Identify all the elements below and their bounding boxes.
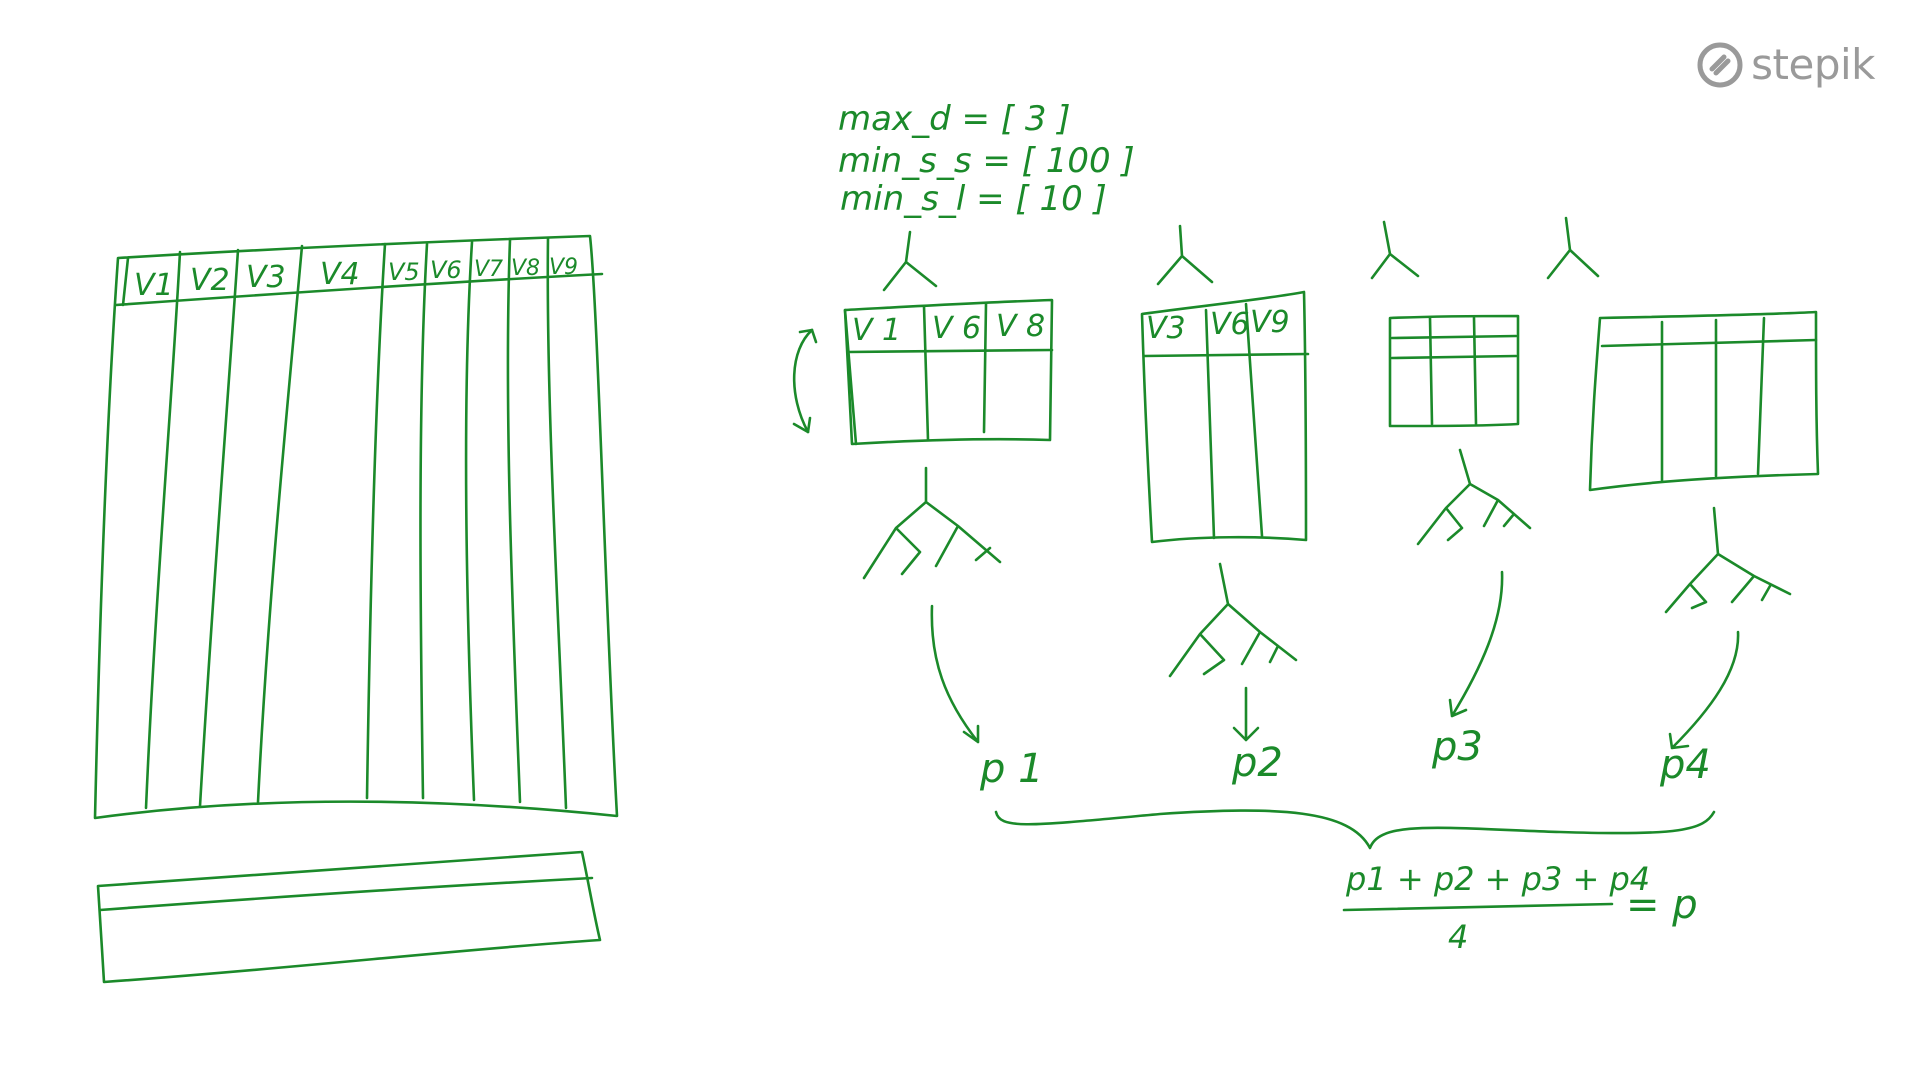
param-min-s-l: min_s_l = [ 10 ]: [840, 179, 1107, 219]
double-arrow-icon: [792, 328, 818, 434]
big-table-header-v8: V8: [511, 256, 540, 281]
formula-numerator: p1 + p2 + p3 + p4: [1345, 860, 1650, 898]
bootstrap-subset-3: [1370, 220, 1532, 718]
stepik-logo-icon: [1697, 42, 1743, 87]
formula-result: = p: [1626, 882, 1698, 928]
big-table-header-v9: V9: [549, 255, 578, 280]
fraction-bar: [1342, 902, 1614, 912]
decision-tree-1: [862, 466, 1002, 580]
arrow-to-p1: [930, 604, 980, 744]
decision-tree-3: [1416, 448, 1532, 546]
prediction-p3: p3: [1431, 724, 1483, 770]
decision-tree-2: [1168, 562, 1298, 678]
average-formula: p1 + p2 + p3 + p4 4 = p: [1342, 860, 1698, 956]
bootstrap-subset-4: [1546, 216, 1820, 750]
prediction-p2: p2: [1231, 740, 1283, 786]
curly-brace: [994, 809, 1716, 850]
decision-tree-4: [1664, 506, 1792, 614]
param-max-d: max_d = [ 3 ]: [838, 99, 1071, 139]
big-table-header-v5: V5: [388, 258, 420, 286]
subset2-header-v3: V3: [1146, 311, 1186, 346]
param-min-s-s: min_s_s = [ 100 ]: [838, 141, 1135, 181]
stepik-logo: stepik: [1697, 40, 1875, 89]
big-table-header-v2: V2: [190, 263, 230, 298]
arrow-to-p3: [1448, 570, 1504, 718]
subset1-header-v1: V 1: [852, 313, 901, 348]
big-table-header-v3: V3: [246, 260, 286, 295]
arrow-to-p4: [1668, 630, 1740, 750]
target-table: [96, 850, 602, 984]
prediction-p1: p 1: [979, 746, 1044, 792]
subset1-header-v6: V 6: [932, 311, 981, 346]
big-table-header-v7: V7: [474, 257, 503, 282]
big-data-table: V1 V2 V3 V4 V5 V6 V7 V8 V9: [93, 234, 619, 820]
big-table-header-v6: V6: [430, 256, 462, 284]
subset2-header-v9: V9: [1250, 305, 1290, 340]
bootstrap-subset-2: V3 V6 V9: [1140, 224, 1310, 742]
stepik-logo-text: stepik: [1751, 40, 1875, 89]
predictions: p 1 p2 p3 p4: [979, 724, 1711, 792]
prediction-p4: p4: [1659, 742, 1711, 788]
formula-denominator: 4: [1448, 918, 1468, 956]
hyperparameters: max_d = [ 3 ] min_s_s = [ 100 ] min_s_l …: [838, 99, 1135, 219]
big-table-header-v4: V4: [320, 257, 360, 292]
subset1-header-v8: V 8: [996, 309, 1045, 344]
big-table-header-v1: V1: [134, 268, 174, 303]
subset2-header-v6: V6: [1210, 307, 1250, 342]
arrow-to-p2: [1232, 686, 1260, 742]
bootstrap-subset-1: V 1 V 6 V 8: [792, 230, 1054, 744]
